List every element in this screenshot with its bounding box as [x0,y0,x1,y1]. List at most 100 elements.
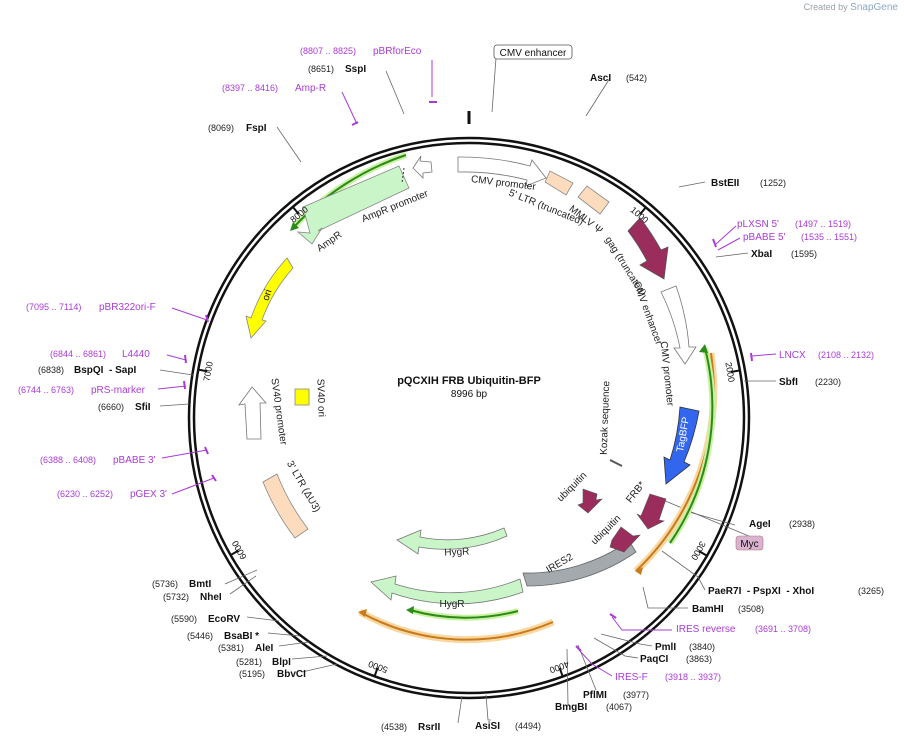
tick-mark-1000 [639,206,647,215]
restriction-sites: AscI (542) BstEII (1252) XbaI (1595) Sbf… [38,64,884,733]
tick-mark-2000 [730,369,741,373]
site-xbai-name: XbaI [751,249,772,260]
tick-label-2000: 2000 [723,361,736,382]
site-asisi-name: AsiSI [475,721,500,732]
site-bmgbi-name: BmgBI [555,702,587,713]
green-arc-bottom [409,609,519,619]
backbone-inner [192,141,746,695]
site-bmgbi-pos: (4067) [606,702,632,712]
sv40-promoter-arrow [238,386,267,440]
primer-ires-reverse-pos: (3691 .. 3708) [755,624,811,634]
hygr1-label: HygR [444,546,470,558]
ori-arrow [245,257,294,339]
tick-label-5000: 5000 [367,659,389,675]
ltr3-box [262,473,309,539]
site-nhei-pos: (5732) [163,592,189,602]
site-ecorv-pos: (5590) [171,614,197,624]
kozak-mark [609,459,623,467]
primer-plxsn-name: pLXSN 5' [737,219,779,230]
orange-arc-bottom [359,611,554,641]
site-nhei-name: NheI [200,592,222,603]
primer-ampr-pos: (8397 .. 8416) [222,83,278,93]
site-blpi-pos: (5281) [236,657,262,667]
hygr-arrow-inner [396,527,508,555]
green-arc-right [669,347,714,544]
primer-pbabe5-name: pBABE 5' [743,232,786,243]
site-sfii-pos: (6660) [98,402,124,412]
ampr-label: AmpR [315,229,344,254]
ubiquitin2-arrow [609,526,641,553]
site-bbvci-pos: (5195) [239,669,265,679]
site-bmti-pos: (5736) [152,579,178,589]
cmv-enhancer-leader [491,57,497,113]
hygr-arrow-outer [370,575,524,605]
tick-mark-5000 [373,667,379,677]
gag-arrow [627,217,669,280]
ampr-dashed-end [401,167,405,184]
green-arc-right-head [699,344,708,353]
primer-pbabe5-pos: (1535 .. 1551) [801,232,857,242]
snapgene-credit: Created by SnapGene [804,2,898,13]
frb-arrow [636,493,667,530]
frb-label: FRB* [624,480,647,506]
cmv-promoter2-label: CMV promoter [658,341,676,407]
green-arc-bottom-head [406,606,414,614]
primer-leaders [157,60,777,677]
cmv-promoter-arrow [457,156,547,187]
primer-l4440-pos: (6844 .. 6861) [50,349,106,359]
ampr-promoter-arrow [412,155,433,179]
site-pmli-pos: (3840) [689,642,715,652]
site-sbfi-name: SbfI [779,377,798,388]
site-asisi-pos: (4494) [515,721,541,731]
site-sbfi-pos: (2230) [815,377,841,387]
primer-pbr322ori-pos: (7095 .. 7114) [26,302,81,312]
cmv-promoter2-arrow [660,285,697,365]
primer-pbabe3-name: pBABE 3' [113,455,156,466]
primer-ampr-name: Amp-R [295,83,326,94]
tagbfp-arrow [663,406,700,485]
site-sfii-name: SfiI [135,402,151,413]
primer-ires-reverse-name: IRES reverse [676,624,736,635]
mmlv-psi-box [577,185,610,215]
primer-plxsn-pos: (1497 .. 1519) [795,219,851,229]
primer-prs-marker-pos: (6744 .. 6763) [18,385,74,395]
site-rsrii-pos: (4538) [381,722,407,732]
site-xhoi-name: PaeR7I - PspXI - XhoI [708,586,814,597]
ampr-arrow [296,165,410,245]
primer-ires-f-pos: (3918 .. 3937) [665,672,721,682]
primer-pbr322ori-name: pBR322ori-F [99,302,156,313]
site-xbai-pos: (1595) [791,249,817,259]
plasmid-name: pQCXIH FRB Ubiquitin-BFP [397,375,541,387]
primer-pbrforeco-pos: (8807 .. 8825) [300,46,356,56]
site-bsteii-name: BstEII [711,178,740,189]
primer-prs-marker-name: pRS-marker [91,385,146,396]
credit-prefix: Created by [803,2,848,12]
site-bsabi-name: BsaBI * [224,631,259,642]
site-bbvci-name: BbvCI [277,669,306,680]
site-sspi-pos: (8651) [308,64,334,74]
site-alei-name: AleI [255,643,274,654]
primer-pgex3-name: pGEX 3' [130,489,167,500]
site-pflmi-name: PflMI [583,690,607,701]
site-leaders [159,70,776,724]
site-bmti-name: BmtI [189,579,211,590]
cmv-enhancer-box [493,44,573,60]
tick-mark-6000 [230,549,239,556]
site-pflmi-pos: (3977) [623,690,649,700]
ubiquitin1-arrow [577,488,603,514]
site-bamhi-name: BamHI [692,604,724,615]
primers: (8807 .. 8825) pBRforEco (8397 .. 8416) … [18,46,874,683]
site-sapi-name: BspQI - SapI [74,365,136,376]
sv40-ori-box [294,388,310,406]
site-rsrii-name: RsrII [418,722,440,733]
backbone-outer [187,136,751,700]
site-bsabi-pos: (5446) [187,631,213,641]
snapgene-brand: SnapGene [850,2,898,13]
primer-pbrforeco-name: pBRforEco [373,46,422,57]
site-paqci-pos: (3863) [686,654,712,664]
primer-pgex3-pos: (6230 .. 6252) [57,489,113,499]
site-sspi-name: SspI [345,64,366,75]
orange-arc-bottom-head [358,609,367,617]
green-arc-left-head [290,222,299,231]
